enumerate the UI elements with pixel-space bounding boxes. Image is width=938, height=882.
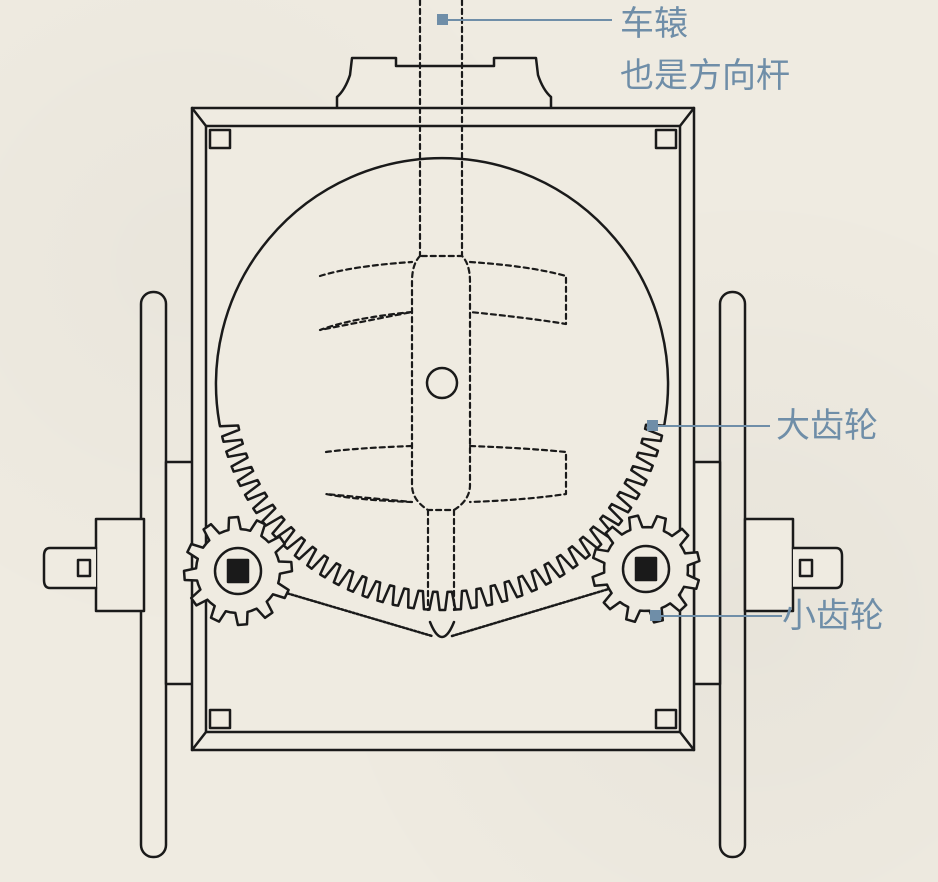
- left-wheel-assembly: [42, 290, 196, 859]
- lower-crossbar: [324, 444, 568, 504]
- shaft-note-label: 也是方向杆: [620, 56, 790, 96]
- upper-crossbar: [318, 260, 568, 332]
- right-axle-pin: [798, 558, 814, 578]
- gear-link-chain: [274, 586, 614, 639]
- right-wheel-assembly: [692, 290, 844, 859]
- small-gear-label: 小齿轮: [782, 596, 884, 636]
- left-axle-cap: [42, 546, 98, 590]
- left-hub-block: [94, 517, 146, 613]
- right-axle-bracket: [692, 460, 722, 686]
- hidden-parts: [318, 0, 568, 612]
- shaft-top-mount: [335, 56, 553, 109]
- small-gear-left-axle: [226, 558, 250, 584]
- shaft-dashed-lower: [426, 508, 456, 612]
- small-gear-right-hub: [621, 544, 671, 594]
- small-gear-left-hub: [213, 546, 263, 596]
- pivot-hole: [425, 366, 459, 400]
- shaft-label: 车辕: [620, 4, 688, 44]
- small-gear-right-axle: [634, 556, 658, 582]
- right-axle-cap: [791, 546, 844, 590]
- big-gear-label: 大齿轮: [776, 406, 878, 446]
- left-axle-pin: [76, 558, 92, 578]
- right-wheel: [718, 290, 747, 859]
